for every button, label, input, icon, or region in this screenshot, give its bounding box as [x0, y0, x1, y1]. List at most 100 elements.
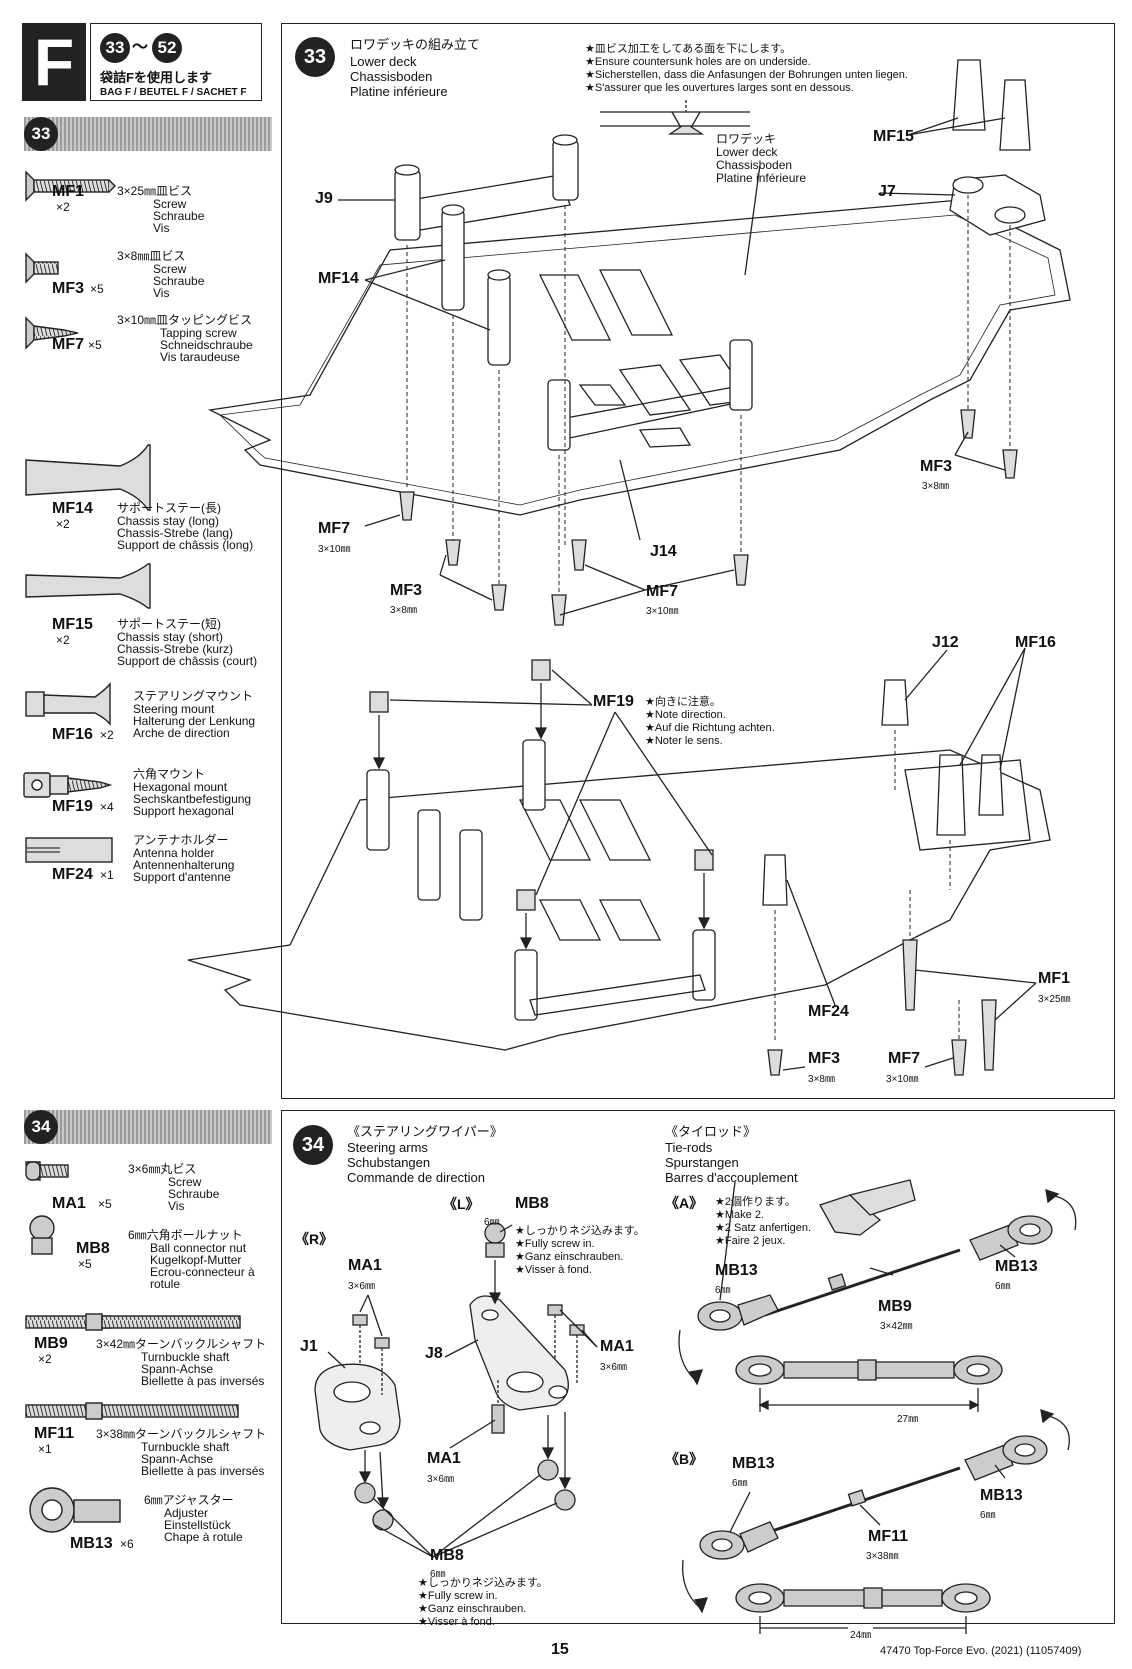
part-qty: ×5 [88, 338, 102, 352]
part-name: Chassis stay (short) [117, 630, 224, 644]
bag-jp: 袋詰Fを使用します [100, 70, 212, 85]
label-mb8-top: MB8 [515, 1195, 549, 1212]
part-spec: サポートステー(短) [117, 617, 221, 631]
label-mb9: MB9 [878, 1298, 912, 1315]
turnbuckle-shaft-long-icon [25, 1313, 241, 1331]
part-name: Chape à rotule [164, 1530, 243, 1544]
part-spec: 六角マウント [133, 767, 206, 781]
label-ma1-top: MA1 [348, 1257, 382, 1274]
turnbuckle-shaft-short-icon [25, 1402, 239, 1420]
part-name: Chassis-Strebe (kurz) [117, 642, 234, 656]
lower-deck-plate [207, 199, 1071, 516]
label-mf7-c: MF7 [888, 1050, 920, 1067]
label-l: 《L》 [443, 1196, 480, 1212]
size-mf11: 3×38㎜ [866, 1551, 899, 1562]
part-name: Support d'antenne [133, 870, 231, 884]
bag-header-box [90, 23, 262, 101]
label-j1: J1 [300, 1338, 318, 1355]
part-code: MF24 [52, 866, 93, 883]
label-mf3-c: MF3 [808, 1050, 840, 1067]
mb8-top-note: ★Fully screw in. [515, 1238, 595, 1250]
mf19-note: ★向きに注意。 [645, 696, 721, 708]
part-qty: ×2 [56, 200, 70, 214]
mb8-bottom-note: ★Ganz einschrauben. [418, 1603, 527, 1615]
hex-mount-icon [23, 772, 113, 798]
step-from-badge: 33 [100, 33, 130, 63]
label-mf16: MF16 [1015, 634, 1056, 651]
mf19-note: ★Auf die Richtung achten. [645, 722, 775, 734]
size-mf7-b: 3×10㎜ [646, 606, 679, 617]
part-spec: 3×38㎜ターンバックルシャフト [96, 1427, 267, 1441]
tie-title-jp: 《タイロッド》 [665, 1124, 757, 1139]
label-mf7-b: MF7 [646, 583, 678, 600]
adjuster-a1 [697, 1294, 779, 1331]
part-name: Schraube [168, 1187, 220, 1201]
step33-title-jp: ロワデッキの組み立て [350, 37, 481, 52]
part-name: Steering mount [133, 702, 215, 716]
step33-note: ★S'assurer que les ouvertures larges son… [585, 82, 854, 94]
wrench-icon [819, 1179, 916, 1236]
part-qty: ×2 [56, 633, 70, 647]
chassis-stay-short-icon [25, 563, 151, 609]
part-code: MB8 [76, 1240, 110, 1257]
part-qty: ×5 [98, 1197, 112, 1211]
part-spec: アンテナホルダー [133, 833, 229, 847]
steer-title-en: Steering arms [347, 1140, 428, 1155]
step34-sidebar-badge: 34 [24, 1110, 58, 1144]
part-spec: 3×10㎜皿タッピングビス [117, 313, 253, 327]
mb8-top-note: ★Ganz einschrauben. [515, 1251, 624, 1263]
step34-badge: 34 [293, 1125, 333, 1165]
size-mf1: 3×25㎜ [1038, 994, 1071, 1005]
deck-label: ロワデッキ [716, 132, 777, 146]
part-name: Arche de direction [133, 726, 230, 740]
label-j8: J8 [425, 1345, 443, 1362]
size-mf3-a: 3×8㎜ [922, 481, 949, 492]
part-qty: ×2 [56, 517, 70, 531]
part-code: MF3 [52, 280, 84, 297]
part-name: Einstellstück [164, 1518, 231, 1532]
label-mb13-b2: MB13 [980, 1487, 1023, 1504]
part-spec: 3×8㎜皿ビス [117, 249, 186, 263]
mb8-top-note: ★Visser à fond. [515, 1264, 592, 1276]
deck-label: Lower deck [716, 145, 778, 159]
label-j12: J12 [932, 634, 959, 651]
mb8-bottom-note: ★Visser à fond. [418, 1616, 495, 1628]
part-name: Sechskantbefestigung [133, 792, 252, 806]
part-qty: ×4 [100, 800, 114, 814]
step33-frame [281, 23, 1115, 1099]
label-b: 《B》 [665, 1451, 704, 1467]
part-name: Chassis stay (long) [117, 514, 220, 528]
part-name: Antennenhalterung [133, 858, 235, 872]
label-mf3-b: MF3 [390, 582, 422, 599]
part-name: Turnbuckle shaft [141, 1440, 230, 1454]
part-name: Support de châssis (long) [117, 538, 254, 552]
step33-sidebar-bar [24, 117, 272, 151]
size-mf3-c: 3×8㎜ [808, 1074, 835, 1085]
part-qty: ×1 [100, 868, 114, 882]
size-mb13-b1: 6㎜ [732, 1478, 748, 1489]
part-name: Tapping screw [160, 326, 237, 340]
tie-title-de: Spurstangen [665, 1155, 739, 1170]
size-mb13-b2: 6㎜ [980, 1510, 996, 1521]
bag-multi: BAG F / BEUTEL F / SACHET F [100, 87, 247, 98]
screw-flat-long-icon [25, 170, 116, 202]
size-mf7-a: 3×10㎜ [318, 544, 351, 555]
part-name: Schraube [153, 274, 205, 288]
mb8-bottom-note: ★Fully screw in. [418, 1590, 498, 1602]
part-code: MF19 [52, 798, 93, 815]
part-code: MF7 [52, 336, 84, 353]
label-j7: J7 [878, 183, 896, 200]
label-a: 《A》 [665, 1195, 704, 1211]
part-name: Turnbuckle shaft [141, 1350, 230, 1364]
antenna-holder-icon [25, 837, 113, 863]
doc-code: 47470 Top-Force Evo. (2021) (11057409) [880, 1645, 1082, 1657]
step33-title-de: Chassisboden [350, 69, 433, 84]
part-name: Vis [153, 221, 170, 235]
part-code: MF15 [52, 616, 93, 633]
ball-connector-nut-icon [29, 1215, 55, 1255]
step34-frame [281, 1110, 1115, 1624]
